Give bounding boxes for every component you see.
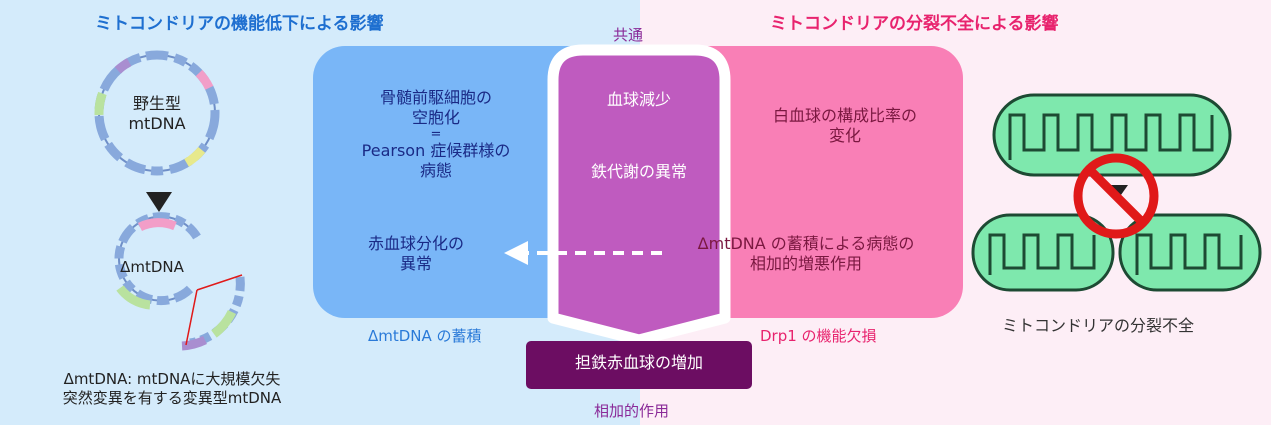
left-text1-line2: 空胞化 [411, 108, 460, 127]
left-panel-text2: 赤血球分化の 異常 [326, 234, 506, 274]
left-title: ミトコンドリアの機能低下による影響 [95, 14, 384, 34]
center-text1: 血球減少 [606, 90, 671, 109]
footnote-line1: ΔmtDNA: mtDNAに大規模欠失 [63, 370, 281, 388]
dashed-arrow-head [504, 241, 528, 265]
deleted-plasmid-icon [114, 212, 245, 351]
left-panel-text1: 骨髄前駆細胞の 空胞化 = Pearson 症候群様の 病態 [326, 88, 546, 181]
mito-caption: ミトコンドリアの分裂不全 [1002, 316, 1195, 335]
wildtype-label: 野生型 mtDNA [117, 94, 197, 134]
right-text2-line2: 相加的増悪作用 [749, 254, 862, 273]
mitochondrion-top-icon [992, 93, 1232, 177]
right-text2-line1: ΔmtDNA の蓄積による病態の [697, 234, 915, 253]
right-panel-caption: Drp1 の機能欠損 [760, 327, 877, 345]
result-box [526, 341, 752, 389]
left-text2-line2: 異常 [399, 254, 432, 273]
wildtype-label-line1: 野生型 [132, 94, 181, 113]
right-panel-text2: ΔmtDNA の蓄積による病態の 相加的増悪作用 [666, 234, 946, 274]
left-text1-line5: 病態 [419, 161, 452, 180]
left-panel-caption: ΔmtDNA の蓄積 [368, 327, 482, 345]
mitochondrion-left-icon [971, 213, 1115, 292]
left-text1-line4: Pearson 症候群様の [361, 141, 511, 160]
down-arrow-icon [146, 192, 172, 212]
footnote: ΔmtDNA: mtDNAに大規模欠失 突然変異を有する変異型mtDNA [22, 370, 322, 408]
mitochondrion-right-icon [1118, 213, 1262, 292]
wildtype-label-line2: mtDNA [128, 114, 186, 133]
center-arrow-panel [547, 44, 731, 346]
right-text1-line1: 白血球の構成比率の [772, 106, 917, 125]
center-text2: 鉄代謝の異常 [590, 162, 687, 181]
right-title: ミトコンドリアの分裂不全による影響 [770, 14, 1059, 34]
synergy-label: 相加的作用 [594, 402, 670, 420]
left-text1-line1: 骨髄前駆細胞の [379, 88, 492, 107]
deleted-plasmid-label: ΔmtDNA [120, 258, 184, 276]
prohibit-icon [1073, 153, 1159, 239]
footnote-line2: 突然変異を有する変異型mtDNA [62, 388, 282, 407]
result-box-label: 担鉄赤血球の増加 [574, 353, 703, 372]
left-text2-line1: 赤血球分化の [367, 234, 464, 253]
wildtype-plasmid-icon [94, 50, 220, 176]
left-text1-line3: = [430, 127, 442, 142]
right-panel-text1: 白血球の構成比率の 変化 [740, 106, 950, 146]
right-text1-line2: 変化 [828, 126, 861, 145]
common-label: 共通 [613, 26, 644, 44]
